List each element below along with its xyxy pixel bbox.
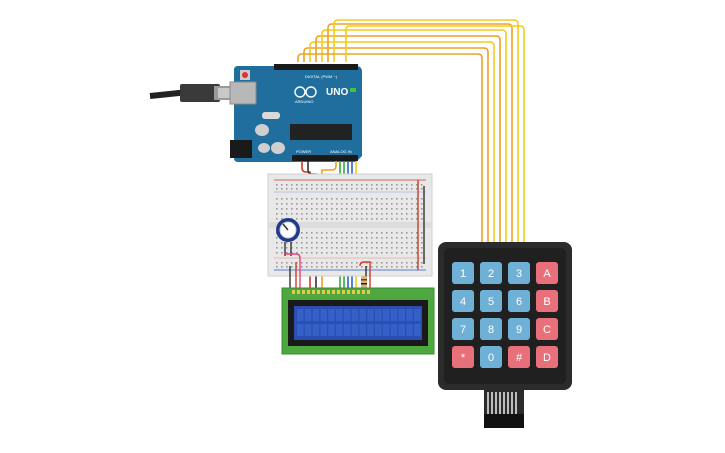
keypad-key-0[interactable]: 0 xyxy=(480,346,502,368)
analog-header-label: ANALOG IN xyxy=(330,149,352,154)
power-jack xyxy=(230,140,252,158)
keypad-key-hash[interactable]: # xyxy=(508,346,530,368)
keypad-key-label: 9 xyxy=(516,324,522,336)
keypad-key-label: 8 xyxy=(488,324,494,336)
usb-plug xyxy=(180,84,220,102)
keypad-connector xyxy=(484,414,524,428)
digital-header xyxy=(274,64,358,70)
keypad-key-3[interactable]: 3 xyxy=(508,262,530,284)
lcd-display[interactable] xyxy=(281,287,435,355)
keypad-key-label: 5 xyxy=(488,296,494,308)
keypad-key-c[interactable]: C xyxy=(536,318,558,340)
keypad-key-d[interactable]: D xyxy=(536,346,558,368)
lcd-pin-header xyxy=(292,290,370,294)
keypad-key-b[interactable]: B xyxy=(536,290,558,312)
atmega-chip xyxy=(290,124,352,140)
keypad-key-7[interactable]: 7 xyxy=(452,318,474,340)
keypad-key-label: 4 xyxy=(460,296,466,308)
keypad-key-star[interactable]: * xyxy=(452,346,474,368)
keypad-key-label: D xyxy=(543,352,551,364)
keypad-key-label: 6 xyxy=(516,296,522,308)
keypad-key-5[interactable]: 5 xyxy=(480,290,502,312)
keypad-key-label: C xyxy=(543,324,551,336)
keypad-key-label: B xyxy=(543,296,550,308)
resistor xyxy=(361,276,367,290)
keypad-key-label: * xyxy=(461,352,466,364)
arduino-logo-icon xyxy=(294,86,306,98)
keypad-key-6[interactable]: 6 xyxy=(508,290,530,312)
keypad-key-label: 2 xyxy=(488,268,494,280)
digital-header-label: DIGITAL (PWM ~) xyxy=(305,74,338,79)
keypad-key-2[interactable]: 2 xyxy=(480,262,502,284)
keypad-key-4[interactable]: 4 xyxy=(452,290,474,312)
keypad-key-label: 7 xyxy=(460,324,466,336)
keypad-key-label: 0 xyxy=(488,352,494,364)
usb-port xyxy=(229,81,257,105)
lcd-char-cells xyxy=(297,309,421,336)
power-header xyxy=(292,155,358,161)
keypad-key-label: # xyxy=(516,352,523,364)
potentiometer[interactable] xyxy=(276,218,300,256)
power-header-label: POWER xyxy=(296,149,311,154)
arduino-board[interactable]: UNO ARDUINO DIGITAL (PWM ~) POWER ANALOG… xyxy=(149,64,362,162)
keypad-key-9[interactable]: 9 xyxy=(508,318,530,340)
keypad-key-1[interactable]: 1 xyxy=(452,262,474,284)
keypad-key-8[interactable]: 8 xyxy=(480,318,502,340)
keypad-key-a[interactable]: A xyxy=(536,262,558,284)
keypad-key-label: 1 xyxy=(460,268,466,280)
keypad-key-label: A xyxy=(543,268,551,280)
keypad-key-label: 3 xyxy=(516,268,522,280)
keypad[interactable]: 1 2 3 A 4 5 6 B 7 8 9 C * 0 # D xyxy=(438,242,572,428)
board-model-label: UNO xyxy=(326,87,348,98)
board-brand-label: ARDUINO xyxy=(295,99,313,104)
keypad-wires[interactable] xyxy=(297,19,525,248)
